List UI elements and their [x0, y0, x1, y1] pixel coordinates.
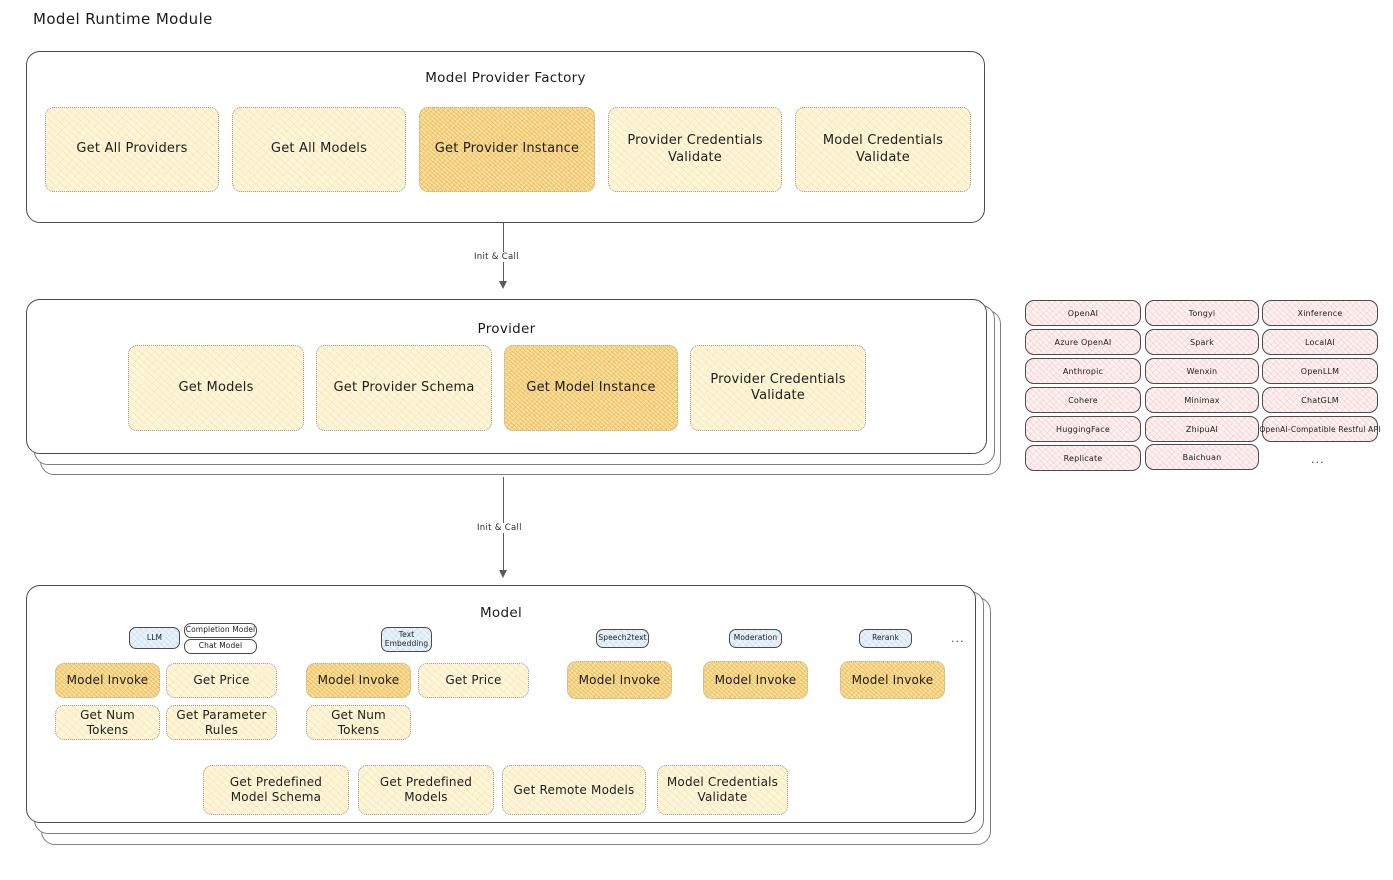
model-shared-get-predefined-models[interactable]: Get Predefined Models — [358, 765, 494, 815]
provider-chip[interactable]: HuggingFace — [1025, 416, 1141, 442]
provider-list-ellipsis: ... — [1311, 453, 1325, 466]
provider-item-get-models[interactable]: Get Models — [128, 345, 304, 431]
provider-chip[interactable]: Wenxin — [1145, 358, 1259, 384]
model-subtype-badge-chat-model[interactable]: Chat Model — [184, 639, 257, 654]
arrow-factory-to-provider-head — [498, 281, 507, 289]
arrow-label-init-and-call-2: Init & Call — [473, 523, 526, 533]
provider-item-get-provider-schema[interactable]: Get Provider Schema — [316, 345, 492, 431]
provider-title: Provider — [477, 321, 536, 337]
model-type-badge-rerank[interactable]: Rerank — [859, 629, 912, 648]
provider-chip[interactable]: Tongyi — [1145, 300, 1259, 326]
moderation-capability-model-invoke[interactable]: Model Invoke — [703, 661, 808, 699]
factory-item-get-provider-instance[interactable]: Get Provider Instance — [419, 107, 595, 192]
model-shared-model-credentials-validate[interactable]: Model Credentials Validate — [657, 765, 788, 815]
llm-capability-get-price[interactable]: Get Price — [166, 663, 277, 698]
model-shared-get-predefined-model-schema[interactable]: Get Predefined Model Schema — [203, 765, 349, 815]
rerank-capability-model-invoke[interactable]: Model Invoke — [840, 661, 945, 699]
text-embedding-capability-get-num-tokens[interactable]: Get Num Tokens — [306, 705, 411, 740]
provider-chip[interactable]: Anthropic — [1025, 358, 1141, 384]
model-type-badge-text-embedding[interactable]: Text Embedding — [381, 627, 432, 652]
provider-item-provider-credentials-validate[interactable]: Provider Credentials Validate — [690, 345, 866, 431]
provider-chip[interactable]: Xinference — [1262, 300, 1378, 326]
factory-item-get-all-providers[interactable]: Get All Providers — [45, 107, 219, 192]
provider-chip[interactable]: Cohere — [1025, 387, 1141, 413]
provider-chip[interactable]: Replicate — [1025, 445, 1141, 471]
model-type-badge-speech2text[interactable]: Speech2text — [596, 629, 649, 648]
provider-item-get-model-instance[interactable]: Get Model Instance — [504, 345, 678, 431]
text-embedding-capability-get-price[interactable]: Get Price — [418, 663, 529, 698]
model-types-ellipsis: ... — [951, 632, 965, 645]
speech2text-capability-model-invoke[interactable]: Model Invoke — [567, 661, 672, 699]
arrow-provider-to-model-head — [498, 570, 507, 578]
provider-chip[interactable]: Azure OpenAI — [1025, 329, 1141, 355]
model-type-badge-llm[interactable]: LLM — [129, 627, 180, 649]
text-embedding-capability-model-invoke[interactable]: Model Invoke — [306, 663, 411, 698]
llm-capability-model-invoke[interactable]: Model Invoke — [55, 663, 160, 698]
arrow-label-init-and-call-1: Init & Call — [470, 252, 523, 262]
factory-item-get-all-models[interactable]: Get All Models — [232, 107, 406, 192]
provider-chip[interactable]: Baichuan — [1145, 444, 1259, 470]
model-type-badge-moderation[interactable]: Moderation — [729, 629, 782, 648]
provider-chip[interactable]: ZhipuAI — [1145, 416, 1259, 442]
provider-chip[interactable]: OpenAI-Compatible Restful API — [1259, 416, 1380, 442]
provider-chip[interactable]: Minimax — [1145, 387, 1259, 413]
model-provider-factory-title: Model Provider Factory — [425, 70, 586, 86]
provider-chip[interactable]: LocalAI — [1262, 329, 1378, 355]
provider-chip[interactable]: OpenAI — [1025, 300, 1141, 326]
factory-item-provider-credentials-validate[interactable]: Provider Credentials Validate — [608, 107, 782, 192]
provider-chip[interactable]: OpenLLM — [1262, 358, 1378, 384]
provider-chip[interactable]: Spark — [1145, 329, 1259, 355]
llm-capability-get-parameter-rules[interactable]: Get Parameter Rules — [166, 705, 277, 740]
page-title: Model Runtime Module — [33, 10, 213, 28]
model-card: Model — [26, 585, 976, 823]
model-subtype-badge-completion-model[interactable]: Completion Model — [184, 623, 257, 638]
llm-capability-get-num-tokens[interactable]: Get Num Tokens — [55, 705, 160, 740]
model-shared-get-remote-models[interactable]: Get Remote Models — [502, 765, 646, 815]
factory-item-model-credentials-validate[interactable]: Model Credentials Validate — [795, 107, 971, 192]
model-title: Model — [479, 605, 523, 621]
provider-chip[interactable]: ChatGLM — [1262, 387, 1378, 413]
